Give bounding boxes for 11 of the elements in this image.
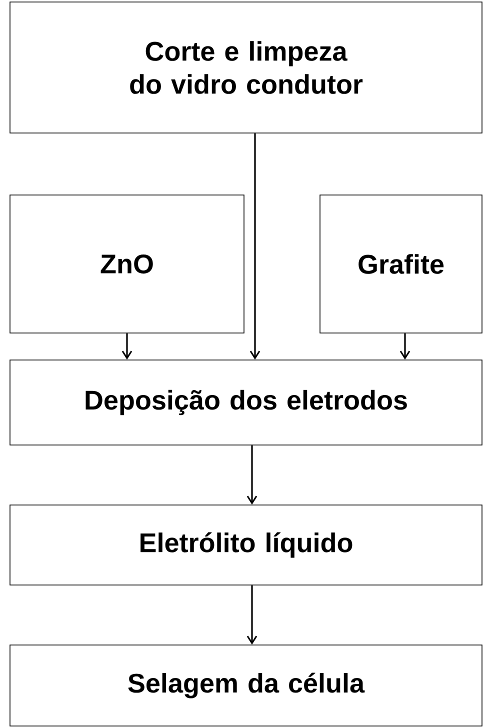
arrow <box>122 333 132 360</box>
process-box: Deposição dos eletrodos <box>10 360 482 446</box>
process-box: Selagem da célula <box>10 644 482 726</box>
process-box: Grafite <box>320 194 482 334</box>
arrow <box>246 585 258 645</box>
arrow <box>246 445 258 505</box>
process-box: Eletrólito líquido <box>10 504 482 586</box>
arrow <box>250 133 260 360</box>
process-box: ZnO <box>10 194 244 334</box>
arrow <box>400 333 410 360</box>
process-box: Corte e limpeza do vidro condutor <box>10 2 482 134</box>
